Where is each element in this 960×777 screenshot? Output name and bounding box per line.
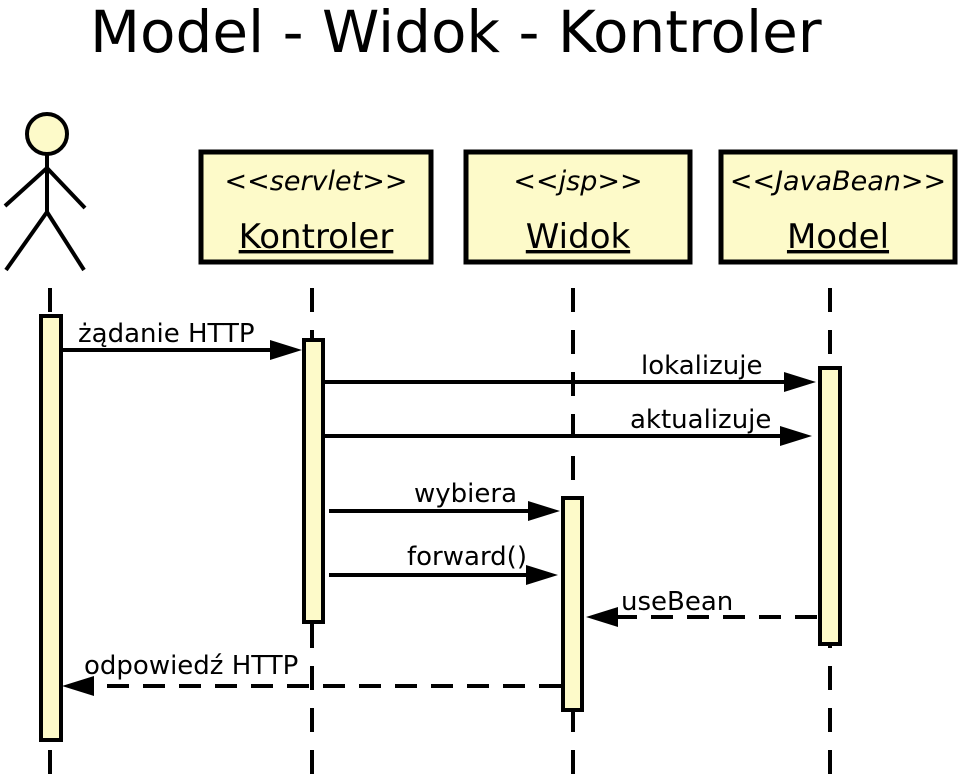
participant-stereotype: <<jsp>> [513, 166, 642, 197]
actor-figure [3, 112, 87, 272]
participant-name: Kontroler [239, 217, 394, 257]
activation-model [818, 366, 842, 646]
participant-stereotype: <<JavaBean>> [730, 166, 946, 197]
activation-widok [561, 496, 584, 712]
message-use-bean: useBean [586, 587, 817, 627]
activation-actor [39, 314, 63, 742]
message-label: wybiera [414, 479, 517, 509]
message-label: forward() [407, 542, 527, 572]
activation-kontroler [302, 338, 325, 624]
participant-name: Widok [526, 217, 631, 257]
diagram-title: Model - Widok - Kontroler [90, 0, 822, 66]
participant-name: Model [787, 217, 889, 257]
participant-widok: <<jsp>> Widok [463, 149, 693, 265]
participant-model: <<JavaBean>> Model [718, 149, 958, 265]
message-label: odpowiedź HTTP [84, 651, 298, 681]
message-http-request: żądanie HTTP [61, 319, 302, 360]
message-locate: lokalizuje [323, 351, 816, 392]
participant-stereotype: <<servlet>> [225, 166, 408, 197]
message-http-response: odpowiedź HTTP [62, 651, 561, 696]
message-label: żądanie HTTP [78, 319, 255, 349]
message-forward: forward() [329, 542, 558, 585]
message-label: useBean [621, 587, 733, 617]
message-label: lokalizuje [641, 351, 762, 381]
participant-kontroler: <<servlet>> Kontroler [198, 149, 434, 265]
message-selects: wybiera [329, 479, 560, 521]
message-update: aktualizuje [323, 405, 812, 446]
message-label: aktualizuje [630, 405, 771, 435]
